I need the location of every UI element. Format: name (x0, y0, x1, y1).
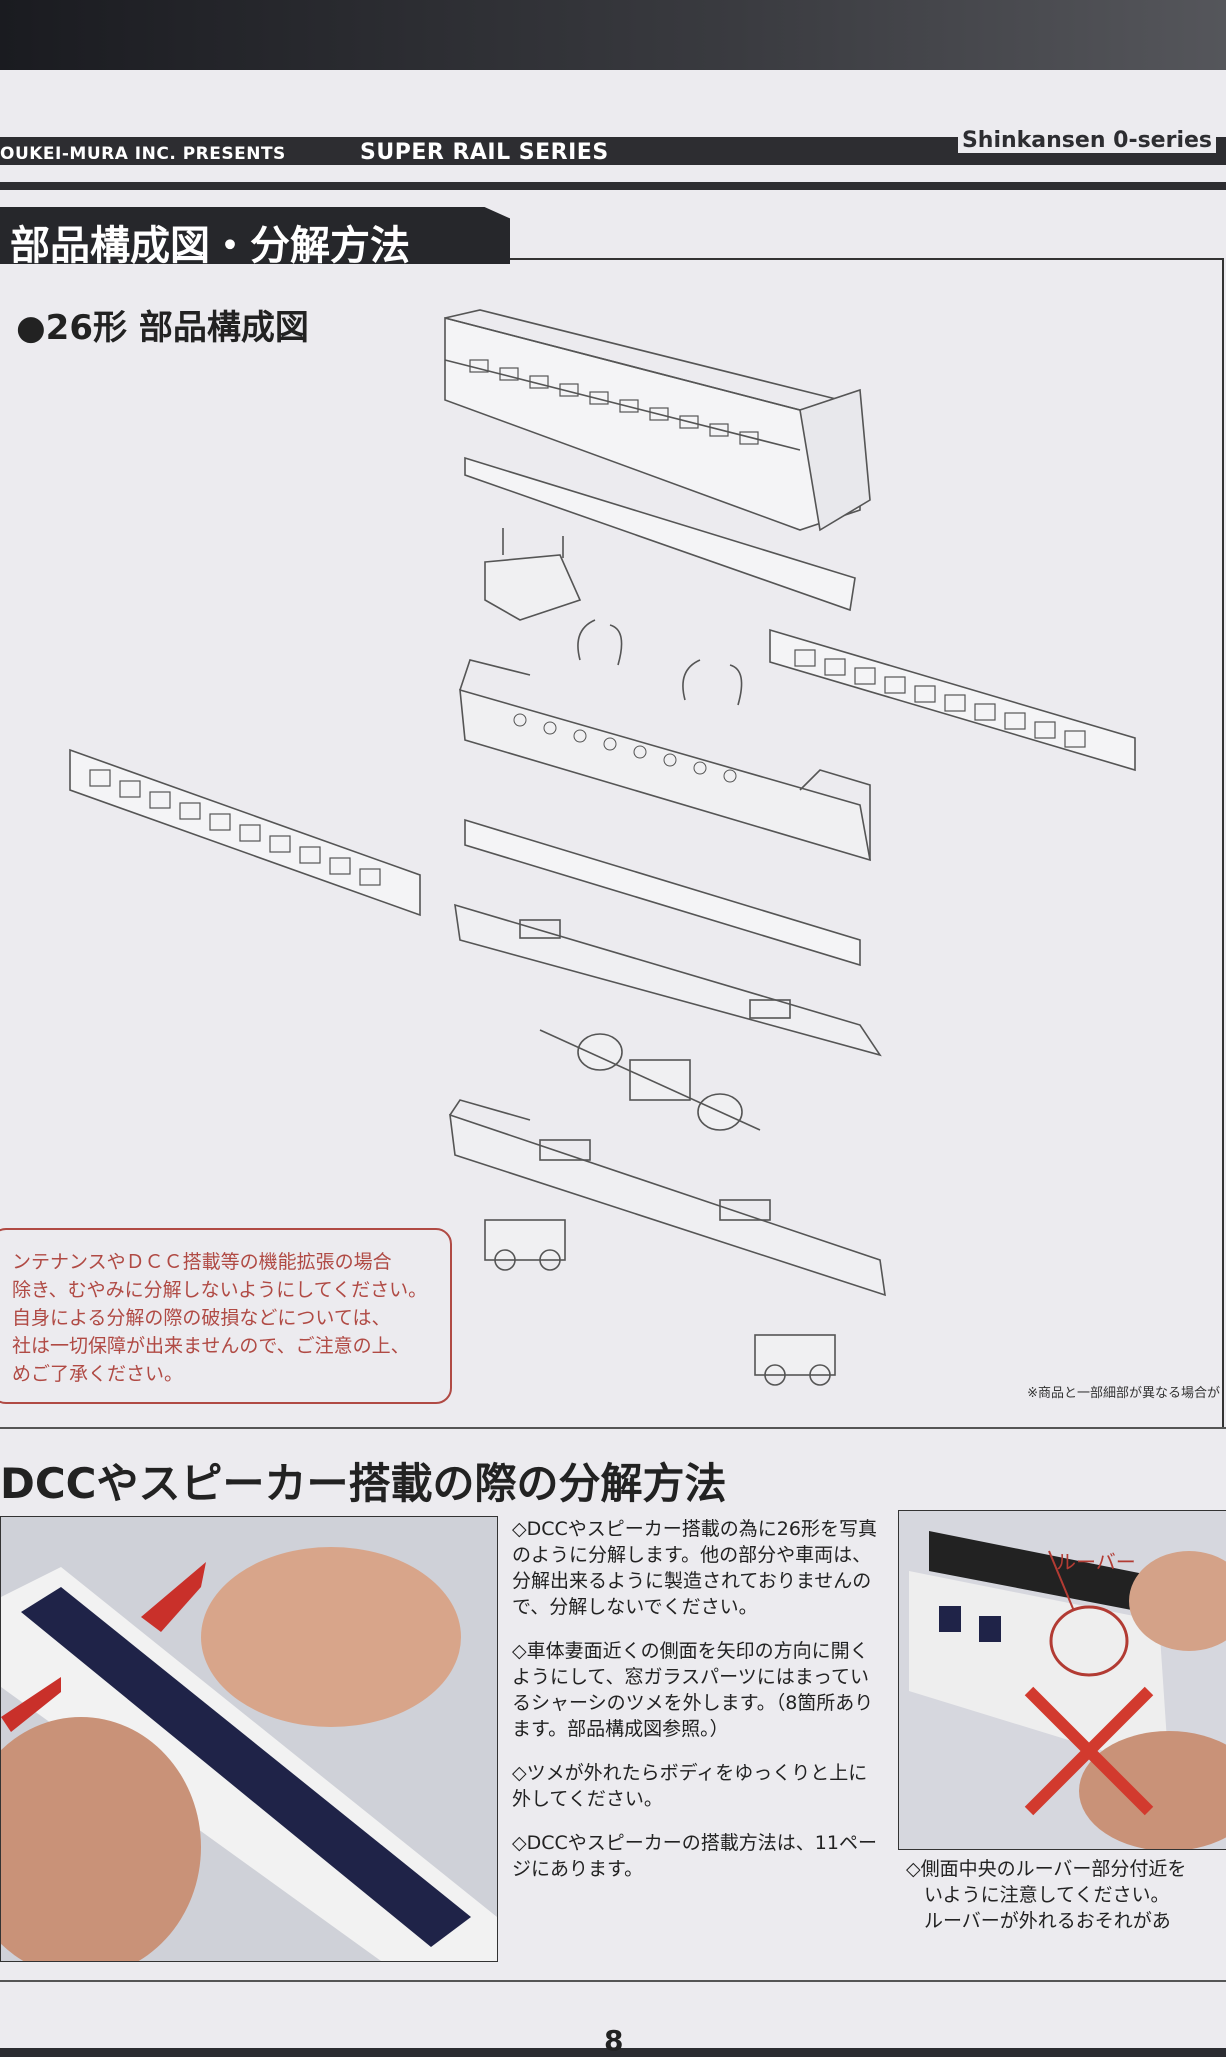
bogie-front (484, 1219, 566, 1271)
floor-plate (464, 456, 856, 612)
side-caption-line: ◇側面中央のルーバー部分付近を (906, 1858, 1187, 1880)
caution-illustration (899, 1511, 1226, 1849)
instruction-text: ◇DCCやスピーカー搭載の為に26形を写真のように分解します。他の部分や車両は、… (512, 1516, 884, 1900)
instruction-paragraph: ◇DCCやスピーカーの搭載方法は、11ページにあります。 (512, 1832, 877, 1880)
warning-line: 自身による分解の際の破損などについては、 (12, 1307, 391, 1329)
parts-diagram-heading: ●26形 部品構成図 (16, 308, 309, 348)
section-divider (0, 1427, 1226, 1429)
side-caption: ◇側面中央のルーバー部分付近を いように注意してください。 ルーバーが外れるおそ… (906, 1856, 1226, 1934)
seat-interior (459, 659, 872, 862)
side-caption-line: ルーバーが外れるおそれがあ (924, 1910, 1171, 1932)
header-rule (0, 182, 1226, 190)
series-label: SUPER RAIL SERIES (360, 140, 609, 165)
page-number: 8 (604, 2024, 624, 2057)
section-title: 部品構成図・分解方法 (10, 223, 410, 269)
louver-label: ルーバー (1056, 1550, 1136, 1574)
background-desk (0, 0, 1226, 80)
side-caption-line: いように注意してください。 (924, 1884, 1170, 1906)
warning-line: 社は一切保障が出来ませんので、ご注意の上、 (12, 1335, 410, 1357)
left-window-glass (69, 748, 421, 917)
section-frame (0, 258, 1224, 1428)
body-clips (577, 619, 743, 706)
instruction-paragraph: ◇車体妻面近くの側面を矢印の方向に開くようにして、窓ガラスパーツにはまっているシ… (512, 1640, 874, 1740)
publisher-label: OUKEI-MURA INC. PRESENTS (0, 144, 286, 164)
right-window-glass (769, 628, 1136, 772)
warning-line: 除き、むやみに分解しないようにしてください。 (12, 1279, 428, 1301)
disassembly-heading: DCCやスピーカー搭載の際の分解方法 (0, 1459, 727, 1508)
instruction-paragraph: ◇DCCやスピーカー搭載の為に26形を写真のように分解します。他の部分や車両は、… (512, 1518, 877, 1618)
model-label: Shinkansen 0-series (957, 128, 1216, 153)
light-board (464, 818, 861, 967)
bogie-rear (754, 1334, 836, 1386)
chassis-lower (449, 1099, 886, 1297)
diagram-note: ※商品と一部細部が異なる場合が (1027, 1386, 1220, 1401)
photo-illustration (1, 1517, 497, 1961)
instruction-paragraph: ◇ツメが外れたらボディをゆっくりと上に外してください。 (512, 1762, 868, 1810)
warning-line: ンテナンスやＤＣＣ搭載等の機能拡張の場合 (12, 1251, 392, 1273)
louver-caution-photo (898, 1510, 1226, 1850)
motor-unit (539, 1029, 761, 1131)
exploded-parts-diagram (69, 309, 1136, 1386)
warning-line: めご了承ください。 (12, 1363, 184, 1385)
weight-block (484, 528, 582, 621)
chassis-upper (454, 903, 882, 1057)
disassembly-photo (0, 1516, 498, 1962)
warning-box: ンテナンスやＤＣＣ搭載等の機能拡張の場合 除き、むやみに分解しないようにしてくだ… (0, 1228, 452, 1404)
car-body-shell (444, 309, 871, 532)
bottom-rule (0, 1980, 1226, 1982)
section-tab: 部品構成図・分解方法 (0, 207, 510, 264)
